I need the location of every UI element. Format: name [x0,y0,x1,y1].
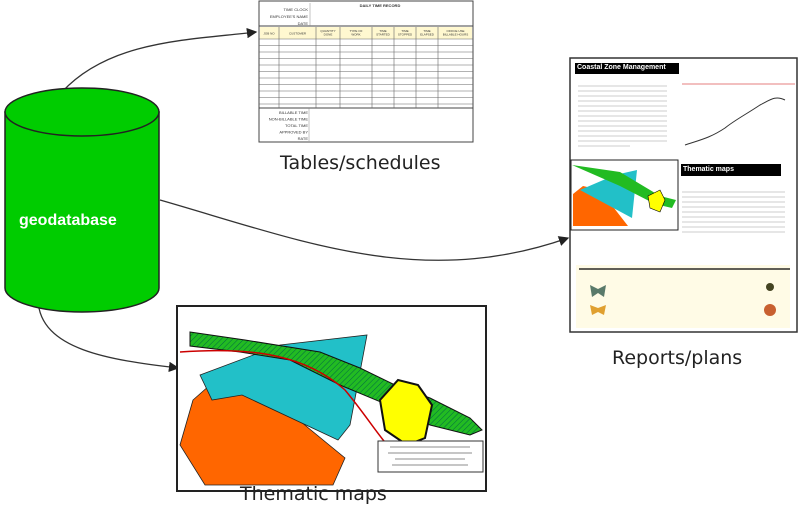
spider-icon [766,283,774,291]
table-title: DAILY TIME RECORD [360,3,401,8]
moth-icon [590,305,606,315]
report-page [569,57,798,333]
tables-schedules-label: Tables/schedules [280,152,441,174]
footer-field: RATE [298,136,309,141]
thematic-map [176,305,487,492]
map-legend [377,440,484,473]
thematic-maps-label: Thematic maps [240,483,387,505]
footer-field: NON-BILLABLE TIME [269,117,309,122]
header-field: TIME CLOCK [284,7,309,12]
beetle-icon [764,304,776,316]
footer-field: BILLABLE TIME [279,110,308,115]
arrow-to-maps [37,299,180,373]
header-field: DATE [298,21,309,26]
column-header: CUSTOMER [289,32,307,36]
header-field: EMPLOYEE'S NAME [270,14,308,19]
reports-plans-label: Reports/plans [612,347,743,369]
report-title: Coastal Zone Management [577,64,666,71]
footer-field: TOTAL TIME [285,123,308,128]
arrow-to-reports [159,199,570,261]
arrow-to-tables [61,27,258,93]
column-header: JOB NO [263,32,275,36]
geodatabase-cylinder [4,87,160,313]
butterfly-icon [590,285,606,297]
report-section-title: Thematic maps [683,166,734,173]
footer-field: APPROVED BY [279,130,308,135]
geodatabase-label: geodatabase [19,212,117,229]
